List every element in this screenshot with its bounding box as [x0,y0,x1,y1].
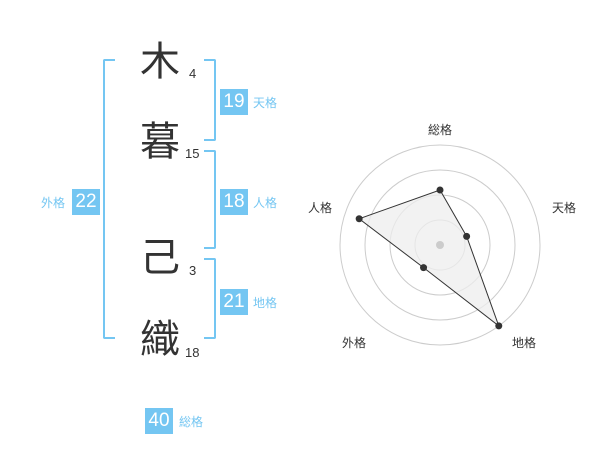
soukaku-value: 40 [145,408,173,434]
radar-point-1 [463,232,471,240]
radar-point-0 [436,186,444,194]
soukaku-label: 総格 [179,415,204,429]
jinkaku-label: 人格 [253,196,278,210]
tenkaku-label: 天格 [253,96,278,110]
gaikaku-bracket [103,59,115,339]
name-char-4: 織 [140,317,180,363]
stroke-count-2: 15 [185,146,200,161]
name-char-1: 木 [140,39,180,85]
radar-ring-3 [364,169,516,321]
fortune-radar-chart: 総格 天格 地格 外格 人格 [308,122,576,350]
radar-axis-label-chikaku: 地格 [512,335,536,350]
gaikaku-label: 外格 [41,196,66,210]
jinkaku-value: 18 [220,189,248,215]
stroke-count-1: 4 [189,66,197,81]
gaikaku-value: 22 [72,189,100,215]
radar-point-3 [420,264,428,272]
name-char-3: 己 [140,235,180,281]
radar-center-dot [436,241,444,249]
radar-axis-label-jinkaku: 人格 [308,200,332,215]
jinkaku-bracket [204,150,216,249]
radar-axis-label-tenkaku: 天格 [552,200,576,215]
radar-points [355,186,503,330]
tenkaku-value: 19 [220,89,248,115]
radar-axis-label-gaikaku: 外格 [342,335,366,350]
stroke-count-4: 18 [185,345,200,360]
radar-point-2 [495,322,503,330]
tenkaku-bracket [204,59,216,141]
chikaku-value: 21 [220,289,248,315]
radar-series-area [358,189,500,328]
chikaku-label: 地格 [253,296,278,310]
name-char-2: 暮 [140,119,180,165]
stroke-count-3: 3 [189,263,197,278]
radar-axis-label-soukaku: 総格 [428,122,452,137]
radar-point-4 [355,215,363,223]
radar-ring-4 [339,144,541,346]
chikaku-bracket [204,258,216,339]
